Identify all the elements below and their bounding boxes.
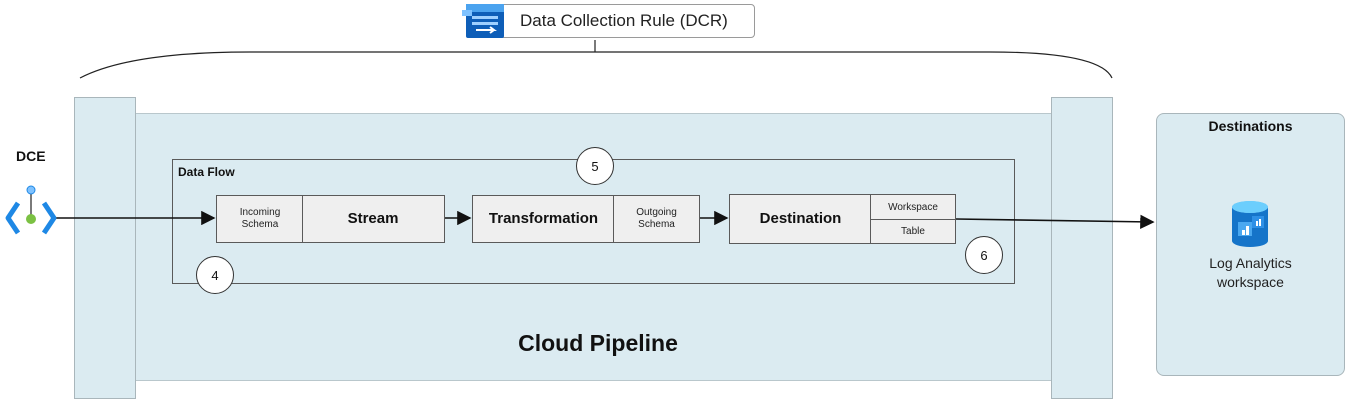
data-flow-label: Data Flow	[178, 165, 235, 179]
destination-label: Destination	[759, 210, 842, 227]
step-marker-5: 5	[576, 147, 614, 185]
pipeline-title: Cloud Pipeline	[518, 330, 678, 356]
pipeline-left-cap	[74, 97, 136, 399]
dcr-label: Data Collection Rule (DCR)	[520, 11, 728, 30]
step-marker-4: 4	[196, 256, 234, 294]
destination-to-workspace-arrow	[955, 214, 1155, 230]
step-marker-6: 6	[965, 236, 1003, 274]
dcr-icon	[462, 4, 504, 38]
stage-divider	[613, 195, 614, 243]
stage-divider	[870, 219, 956, 220]
stream-label: Stream	[347, 210, 399, 227]
transformation-label: Transformation	[488, 210, 599, 227]
log-analytics-label: Log Analytics workspace	[1209, 255, 1292, 290]
transformation-stage	[472, 195, 700, 243]
workspace-label: Workspace	[888, 201, 938, 213]
dcr-box	[470, 4, 755, 38]
outgoing-schema: Outgoing Schema	[636, 207, 677, 230]
dce-endpoint-icon	[5, 185, 57, 235]
destinations-title: Destinations	[1208, 118, 1293, 134]
dce-label: DCE	[16, 148, 46, 164]
stage-divider	[302, 195, 303, 243]
table-label: Table	[901, 225, 925, 237]
stream-stage	[216, 195, 445, 243]
pipeline-right-cap	[1051, 97, 1113, 399]
dcr-brace	[79, 40, 1113, 79]
log-analytics-icon	[1232, 201, 1268, 247]
incoming-schema: Incoming Schema	[239, 207, 281, 230]
